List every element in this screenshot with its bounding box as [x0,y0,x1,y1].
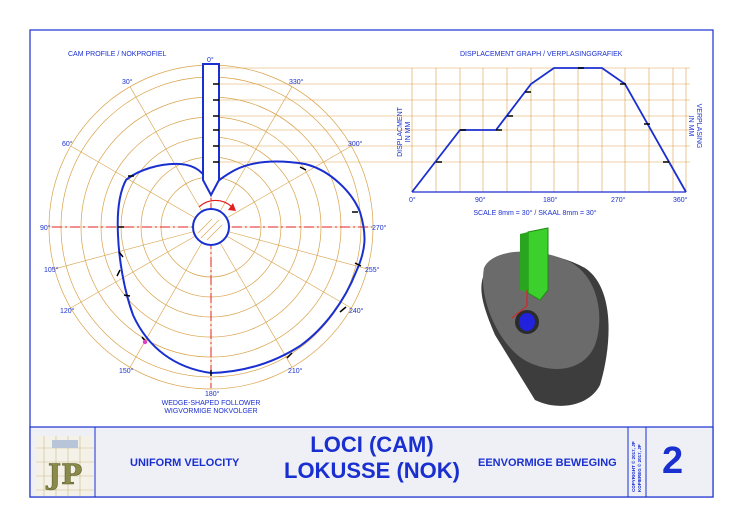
title-left: UNIFORM VELOCITY [130,457,240,469]
title-right: EENVORMIGE BEWEGING [478,457,617,469]
centre-lines [52,185,372,388]
angle-label-330: 330° [289,78,304,86]
angle-label-255: 255° [365,266,380,274]
displacement-curve [411,67,687,193]
angle-label-300: 300° [348,140,363,148]
graph-tick-270: 270° [611,196,626,204]
graph-tick-90: 90° [475,196,486,204]
copyright-line2: KOPIEREG © 2017, JP [636,444,642,492]
graph-tick-360: 360° [673,196,688,204]
graph-title: DISPLACEMENT GRAPH / VERPLASINGGRAFIEK [460,51,623,58]
sheet-number: 2 [662,440,684,482]
jp-logo: JP [36,436,94,496]
cam-profile [116,160,366,375]
title-block [29,426,714,498]
rotation-arrow [198,199,233,208]
radial-line [210,226,352,309]
graph-ylabel-left-2: IN MM [405,122,412,143]
drawing-title-line1: LOCI (CAM) [310,432,434,457]
copyright-note: COPYRIGHT © 2017, JP KOPIEREG © 2017, JP [630,441,642,492]
angle-label-180: 180° [205,390,220,398]
follower-markers [213,83,219,163]
logo-graphic: JP [36,436,94,496]
follower-caption-en: WEDGE-SHAPED FOLLOWER [162,400,261,407]
graph-markers [436,67,669,163]
hub-hatch [197,218,223,241]
radial-line [210,86,293,228]
angle-label-120: 120° [60,307,75,315]
angle-label-60: 60° [62,140,73,148]
cam-profile-title: CAM PROFILE / NOKPROFIEL [68,51,167,58]
radial-line [129,86,212,228]
angle-label-270: 270° [372,224,387,232]
angle-label-240: 240° [349,307,364,315]
cam-hub [192,208,230,246]
graph-tick-180: 180° [543,196,558,204]
graph-ylabel-right-1: VERPLASING [695,104,702,149]
drawing-title: LOCI (CAM) LOKUSSE (NOK) [252,432,492,484]
profile-point-150 [142,339,148,345]
graph-ylabel-right-2: IN MM [687,116,694,137]
angle-label-0: 0° [207,56,214,64]
cam-3d-model [481,227,609,406]
radial-line [54,226,212,270]
radial-line [70,226,212,309]
radial-line [210,145,352,228]
angle-label-90: 90° [40,224,51,232]
graph-grid [411,68,687,192]
graph-tick-0: 0° [409,196,416,204]
radial-line [129,226,212,368]
radial-line [70,145,212,228]
drawing-title-line2: LOKUSSE (NOK) [284,458,460,483]
angle-label-210: 210° [288,367,303,375]
rotation-arrowhead [228,203,236,211]
radial-line [210,226,368,270]
copyright-line1: COPYRIGHT © 2017, JP [630,441,636,492]
profile-markers [116,166,362,376]
radial-line [210,226,293,368]
angle-label-150: 150° [119,367,134,375]
follower-caption-af: WIGVORMIGE NOKVOLGER [164,408,257,415]
angle-label-30: 30° [122,78,133,86]
angle-label-105: 105° [44,266,59,274]
graph-scale-note: SCALE 8mm = 30° / SKAAL 8mm = 30° [473,209,596,217]
graph-ylabel-left-1: DISPLACMENT [397,106,404,157]
logo-text: JP [45,458,82,491]
